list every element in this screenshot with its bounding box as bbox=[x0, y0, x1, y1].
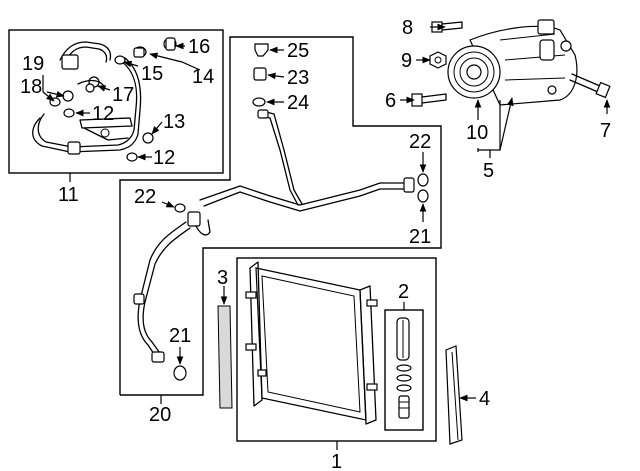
pipe-assembly-drawing bbox=[133, 43, 429, 381]
callout-15: 15 bbox=[141, 63, 163, 85]
group-box-hose-assembly-11 bbox=[8, 29, 224, 174]
compressor-drawing bbox=[447, 19, 578, 106]
callout-1: 1 bbox=[331, 451, 342, 471]
callout-23: 23 bbox=[287, 67, 309, 89]
callout-16: 16 bbox=[188, 36, 210, 58]
callout-22b: 22 bbox=[409, 131, 431, 153]
callout-13: 13 bbox=[163, 111, 185, 133]
callout-25: 25 bbox=[287, 40, 309, 62]
callout-6: 6 bbox=[385, 90, 396, 112]
callout-7: 7 bbox=[600, 120, 611, 142]
callout-21b: 21 bbox=[409, 226, 431, 248]
hose-assembly-drawing bbox=[32, 37, 177, 162]
callout-12b: 12 bbox=[153, 147, 175, 169]
callout-17: 17 bbox=[112, 84, 134, 106]
bolt-7-drawing bbox=[569, 73, 611, 99]
callout-numbers: 1 2 3 4 5 6 7 8 9 10 11 12 12 13 14 15 1… bbox=[20, 17, 611, 471]
group-box-pipe-assembly-20 bbox=[119, 36, 442, 396]
callout-11: 11 bbox=[58, 184, 79, 206]
callout-18: 18 bbox=[20, 76, 42, 98]
callout-4: 4 bbox=[479, 388, 490, 410]
callout-8: 8 bbox=[402, 17, 413, 39]
callout-24: 24 bbox=[287, 92, 309, 114]
callout-12a: 12 bbox=[92, 103, 114, 125]
callout-9: 9 bbox=[401, 50, 412, 72]
side-seal-left-drawing bbox=[217, 305, 233, 409]
callout-2: 2 bbox=[398, 281, 409, 303]
callout-10: 10 bbox=[466, 122, 488, 144]
callout-22a: 22 bbox=[134, 186, 156, 208]
nut-9-drawing bbox=[429, 51, 447, 69]
drier-drawing bbox=[396, 317, 412, 419]
callout-20: 20 bbox=[149, 404, 171, 426]
callout-3: 3 bbox=[217, 267, 228, 289]
bolt-6-drawing bbox=[411, 93, 447, 107]
condenser-drawing bbox=[245, 261, 378, 425]
callout-21a: 21 bbox=[169, 325, 191, 347]
callout-19: 19 bbox=[22, 53, 44, 75]
leader-lines bbox=[42, 23, 611, 450]
callout-14: 14 bbox=[192, 66, 214, 88]
callout-5: 5 bbox=[483, 160, 494, 182]
side-seal-right-drawing bbox=[445, 345, 463, 445]
